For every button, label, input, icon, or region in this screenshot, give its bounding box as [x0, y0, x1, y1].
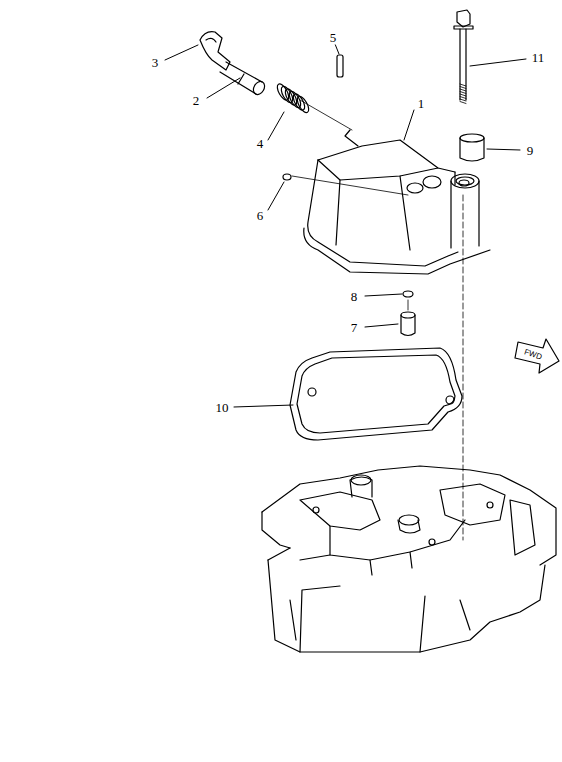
direction-label: FWD	[523, 348, 543, 361]
thread-line	[460, 92, 466, 94]
thread-line	[460, 84, 466, 86]
leader-lines	[165, 44, 526, 407]
callout-number: 1	[416, 96, 427, 111]
callout-number: 3	[150, 55, 161, 70]
spring-coil	[291, 92, 307, 112]
thread-line	[460, 87, 466, 89]
pin	[337, 55, 343, 77]
lever	[200, 32, 230, 70]
filler-cap	[460, 134, 484, 161]
spring-coil	[287, 90, 303, 110]
spring	[275, 82, 311, 114]
spring-coil	[283, 87, 299, 107]
callout-number: 2	[191, 93, 202, 108]
assembly-lines	[292, 100, 463, 540]
thread-line	[460, 97, 466, 99]
spring-coil	[295, 95, 311, 115]
callout-number: 4	[255, 136, 266, 151]
spring-coil	[275, 82, 291, 102]
callout-number: 6	[255, 208, 266, 223]
gasket	[290, 348, 462, 440]
thread-line	[460, 94, 466, 96]
thread-line	[460, 89, 466, 91]
thread-line	[460, 99, 466, 101]
callout-number: 10	[214, 400, 231, 415]
o-ring	[403, 291, 413, 297]
cylinder-head-cover	[304, 130, 490, 274]
callout-number: 5	[328, 30, 339, 45]
shaft	[220, 62, 267, 97]
plug	[283, 174, 291, 180]
callout-number: 9	[525, 143, 536, 158]
cylinder-head	[262, 466, 556, 652]
forward-arrow	[515, 339, 559, 373]
bolt	[454, 10, 473, 104]
callout-number: 8	[349, 289, 360, 304]
sleeve	[401, 312, 415, 336]
callout-number: 11	[530, 50, 547, 65]
callout-number: 7	[349, 320, 360, 335]
spring-coil	[279, 85, 295, 105]
thread-line	[460, 102, 466, 104]
